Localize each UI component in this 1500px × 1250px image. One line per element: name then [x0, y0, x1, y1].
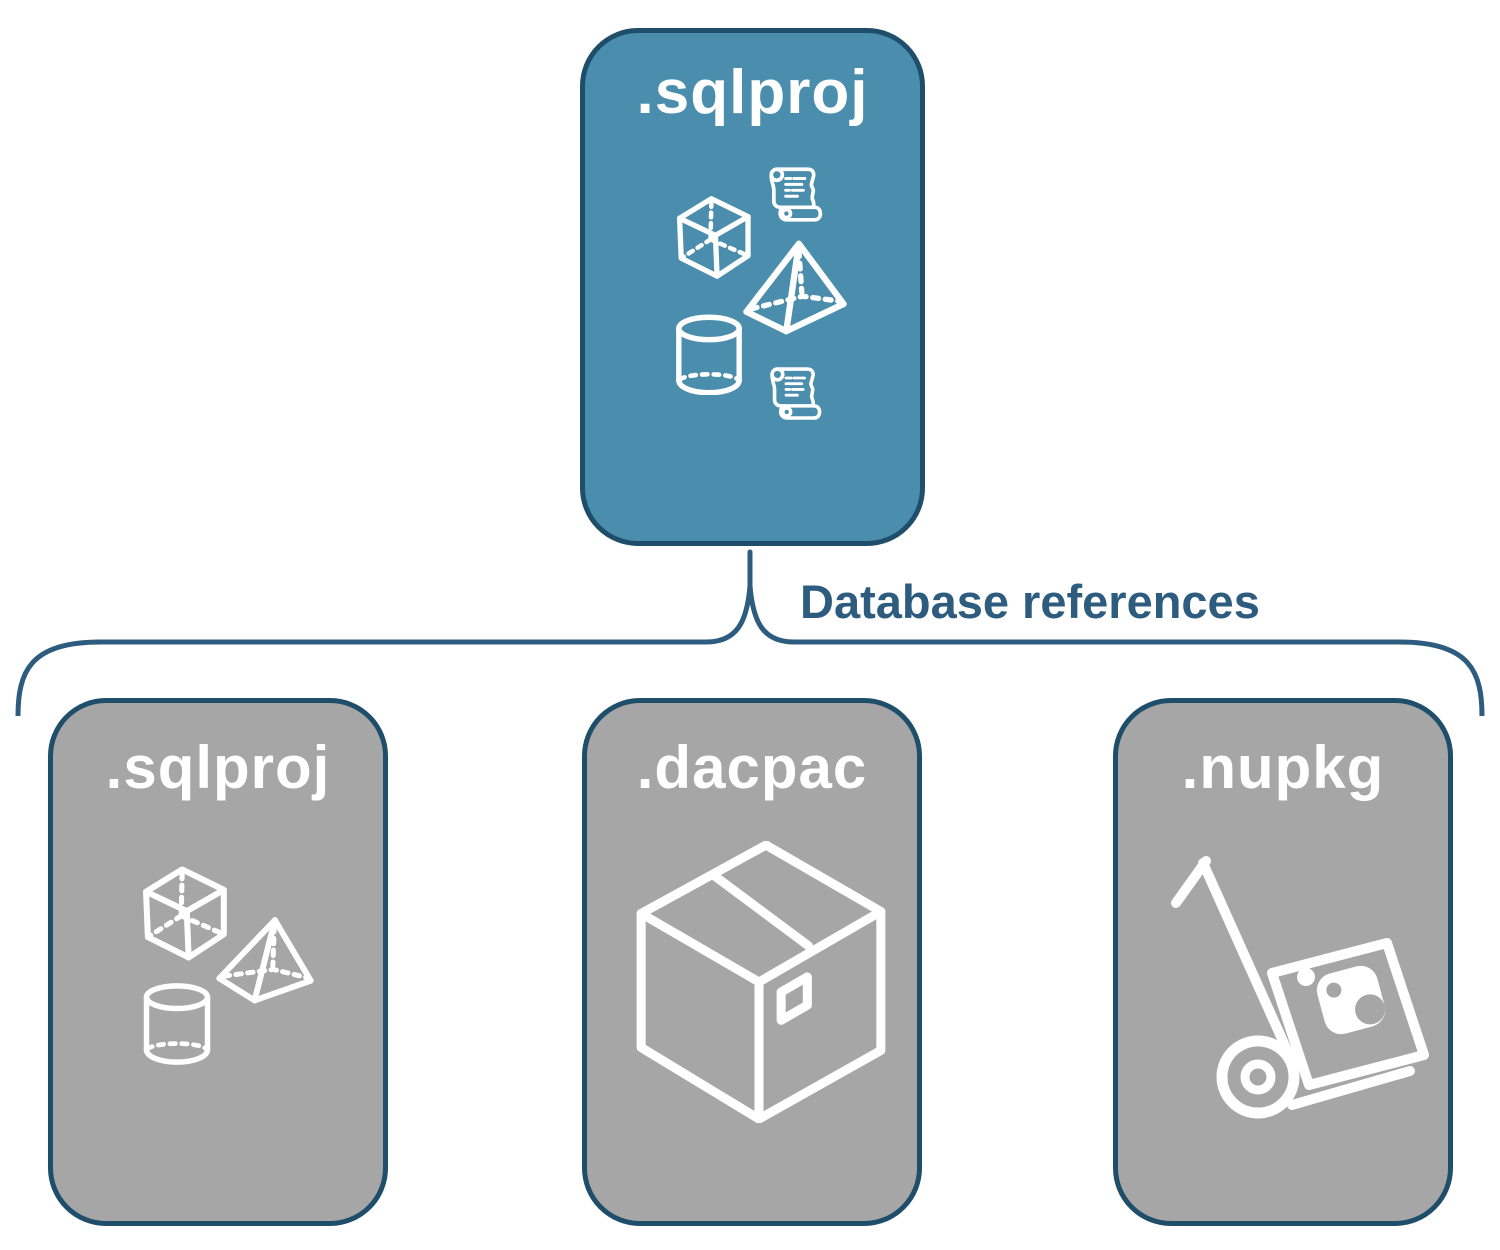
node-sqlproj-main-label: .sqlproj — [636, 58, 869, 127]
node-sqlproj-ref-label: .sqlproj — [105, 734, 331, 801]
node-dacpac: .dacpac — [582, 698, 922, 1226]
node-nupkg-label: .nupkg — [1181, 734, 1385, 801]
node-dacpac-label: .dacpac — [636, 734, 868, 801]
database-cylinder-icon — [673, 313, 745, 395]
script-scroll-icon — [767, 163, 825, 225]
pyramid-icon — [740, 238, 850, 337]
database-cylinder-icon — [141, 981, 213, 1065]
pyramid-icon — [211, 908, 322, 1013]
brace-label: Database references — [800, 575, 1260, 628]
cube-icon — [137, 863, 231, 963]
nuget-hand-truck-icon — [1170, 853, 1432, 1141]
node-nupkg: .nupkg — [1113, 698, 1453, 1226]
script-scroll-icon — [768, 363, 824, 423]
package-box-icon — [635, 841, 887, 1123]
cube-icon — [671, 193, 755, 281]
node-sqlproj-main: .sqlproj — [580, 28, 925, 546]
node-sqlproj-ref: .sqlproj — [48, 698, 388, 1226]
